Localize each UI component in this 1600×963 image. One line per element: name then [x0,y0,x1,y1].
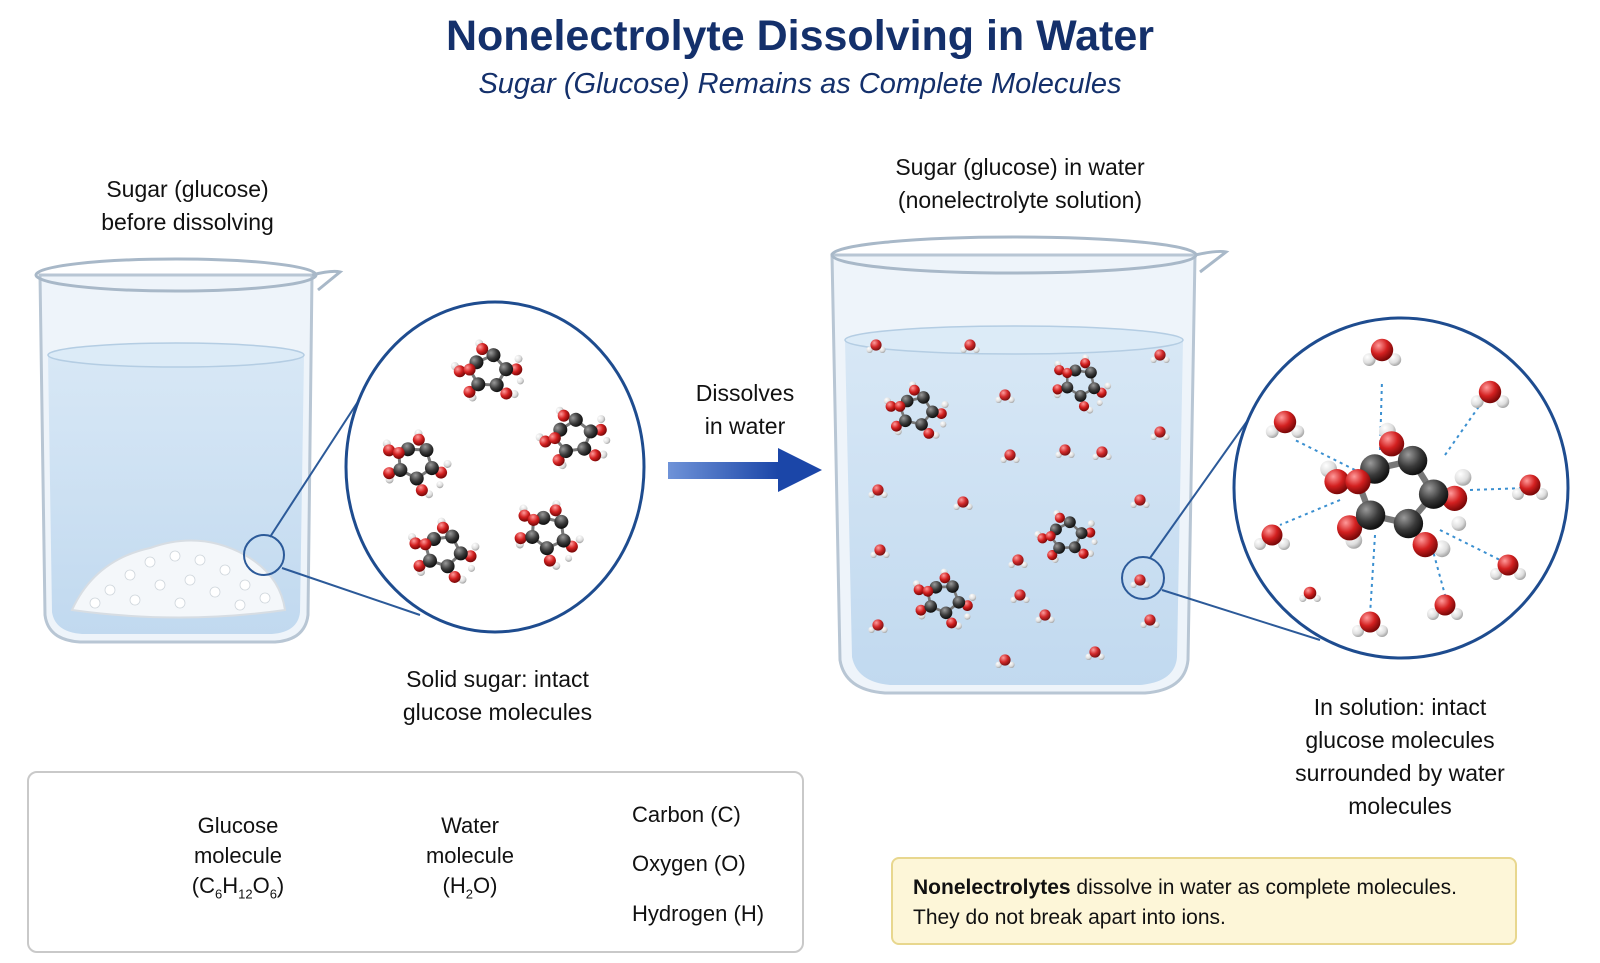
arrow-label-line1: Dissolves [695,380,795,406]
right-beaker-label-line1: Sugar (glucose) in water [895,154,1145,180]
legend-glucose-formula: (C6H12O6) [191,873,285,902]
legend-water-formula: (H2O) [442,873,498,902]
note-box: Nonelectrolytes dissolve in water as com… [891,857,1517,945]
left-beaker-label-line1: Sugar (glucose) [106,176,269,202]
sugar-pile-icon [70,539,287,619]
note-bold-term: Nonelectrolytes [913,876,1071,899]
right-zoom-caption-line1: In solution: intact [1313,694,1487,720]
left-zoom-caption-line2: glucose molecules [402,699,593,725]
left-zoom-caption-line1: Solid sugar: intact [406,666,589,692]
arrow-label: Dissolves in water [655,377,835,443]
left-beaker [34,257,344,644]
legend-water-line1: Water [441,813,499,838]
right-zoom-circle [1232,316,1570,660]
right-zoom-caption: In solution: intact glucose molecules su… [1255,691,1545,823]
left-zoom-circle [344,300,646,634]
arrow-label-line2: in water [704,413,786,439]
legend-glucose-label: Glucose molecule (C6H12O6) [178,811,298,909]
legend-hydrogen-label: Hydrogen (H) [632,901,765,926]
legend-glucose-line2: molecule [193,843,283,868]
page-title: Nonelectrolyte Dissolving in Water [445,12,1155,60]
left-beaker-label: Sugar (glucose) before dissolving [60,173,315,239]
right-water [845,340,1183,685]
right-beaker-label-line2: (nonelectrolyte solution) [897,187,1143,213]
legend-box [27,771,804,953]
right-zoom-caption-line3: surrounded by water [1295,760,1505,786]
legend-oxygen-label: Oxygen (O) [632,851,746,876]
right-beaker [830,235,1230,695]
note-line2: They do not break apart into ions. [913,906,1226,929]
left-zoom-marker [243,534,285,576]
dissolve-arrow-icon [668,448,822,492]
legend-water-line2: molecule [425,843,515,868]
right-zoom-marker [1121,556,1165,600]
page-subtitle: Sugar (Glucose) Remains as Complete Mole… [478,68,1122,100]
left-beaker-label-line2: before dissolving [101,209,274,235]
note-line1: Nonelectrolytes dissolve in water as com… [913,876,1457,899]
legend-carbon-label: Carbon (C) [632,802,741,827]
right-zoom-caption-line4: molecules [1348,793,1452,819]
legend-water-label: Water molecule (H2O) [410,811,530,909]
legend-glucose-line1: Glucose [197,813,279,838]
right-beaker-label: Sugar (glucose) in water (nonelectrolyte… [855,151,1185,217]
right-zoom-caption-line2: glucose molecules [1305,727,1495,753]
left-zoom-caption: Solid sugar: intact glucose molecules [370,663,625,729]
